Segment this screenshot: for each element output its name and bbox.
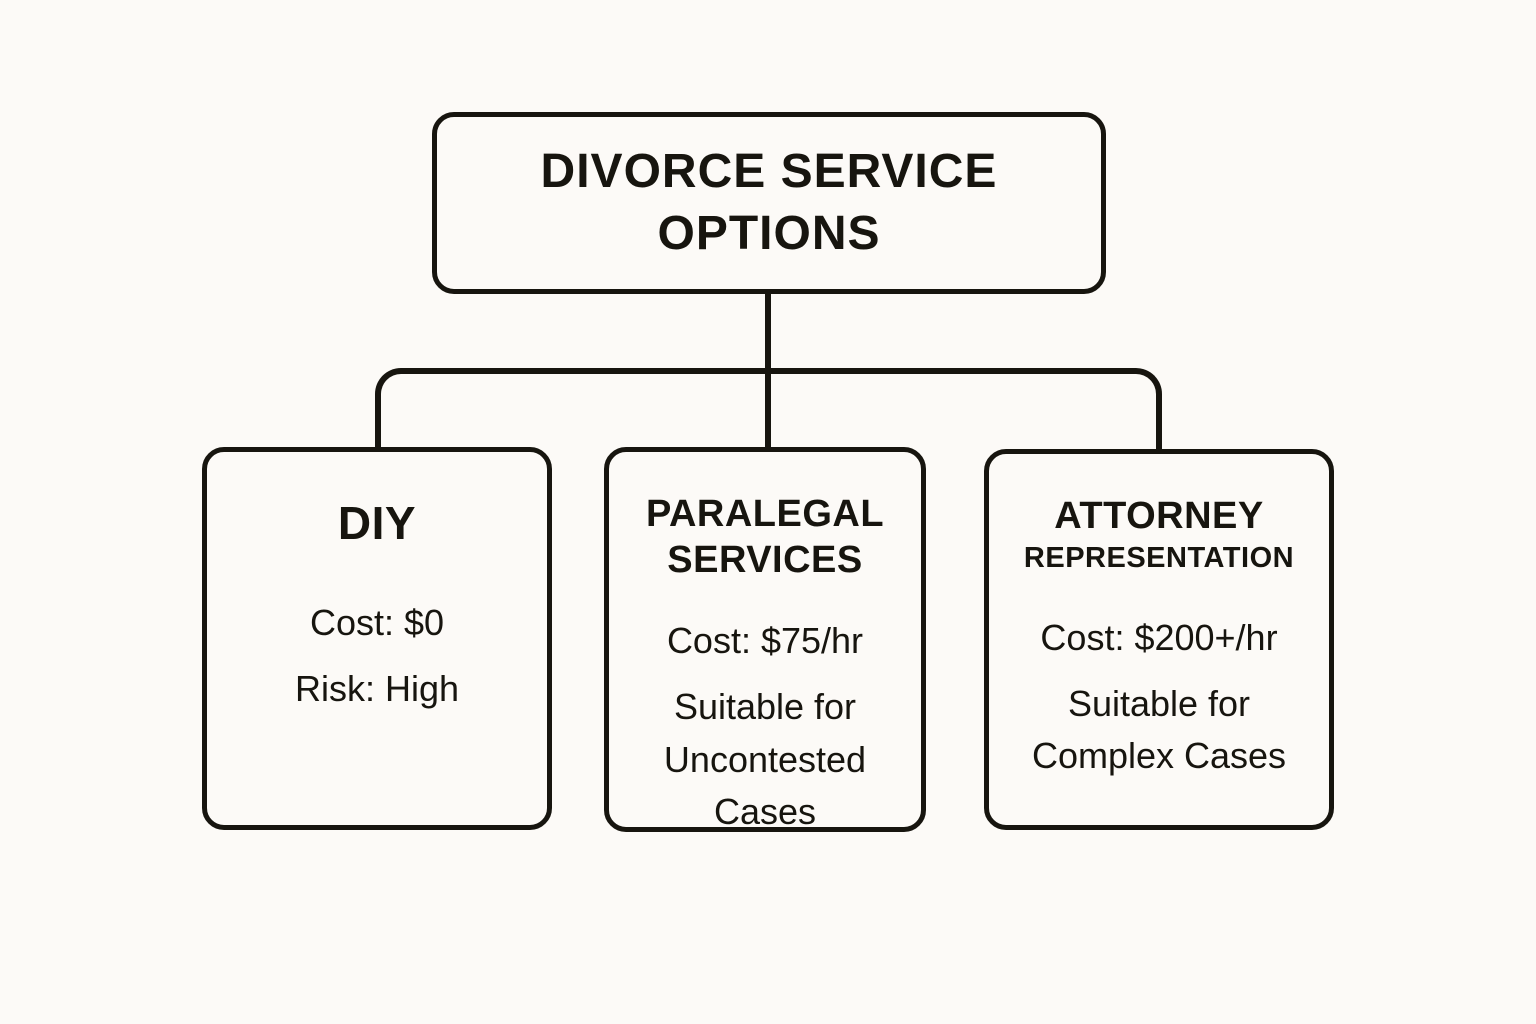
- attorney-suitability: Suitable for Complex Cases: [1031, 683, 1287, 777]
- diy-title: DIY: [337, 497, 417, 549]
- root-node-title: DIVORCE SERVICE OPTIONS: [540, 144, 998, 260]
- option-node-paralegal-services: PARALEGAL SERVICES Cost: $75/hr Suitable…: [604, 447, 926, 832]
- option-node-diy: DIY Cost: $0 Risk: High: [202, 447, 552, 830]
- paralegal-cost: Cost: $75/hr: [666, 620, 864, 662]
- root-node-divorce-service-options: DIVORCE SERVICE OPTIONS: [432, 112, 1106, 294]
- paralegal-suitability: Suitable for Uncontested Cases: [663, 686, 867, 832]
- diy-cost: Cost: $0: [309, 602, 445, 644]
- attorney-cost: Cost: $200+/hr: [1040, 616, 1278, 658]
- diy-risk: Risk: High: [294, 668, 460, 710]
- option-node-attorney-representation: ATTORNEY REPRESENTATION Cost: $200+/hr S…: [984, 449, 1334, 830]
- connector-branch-bar: [375, 368, 1162, 450]
- paralegal-title: PARALEGAL SERVICES: [645, 493, 885, 581]
- attorney-title: ATTORNEY: [1054, 495, 1264, 537]
- attorney-subtitle: REPRESENTATION: [1023, 541, 1295, 574]
